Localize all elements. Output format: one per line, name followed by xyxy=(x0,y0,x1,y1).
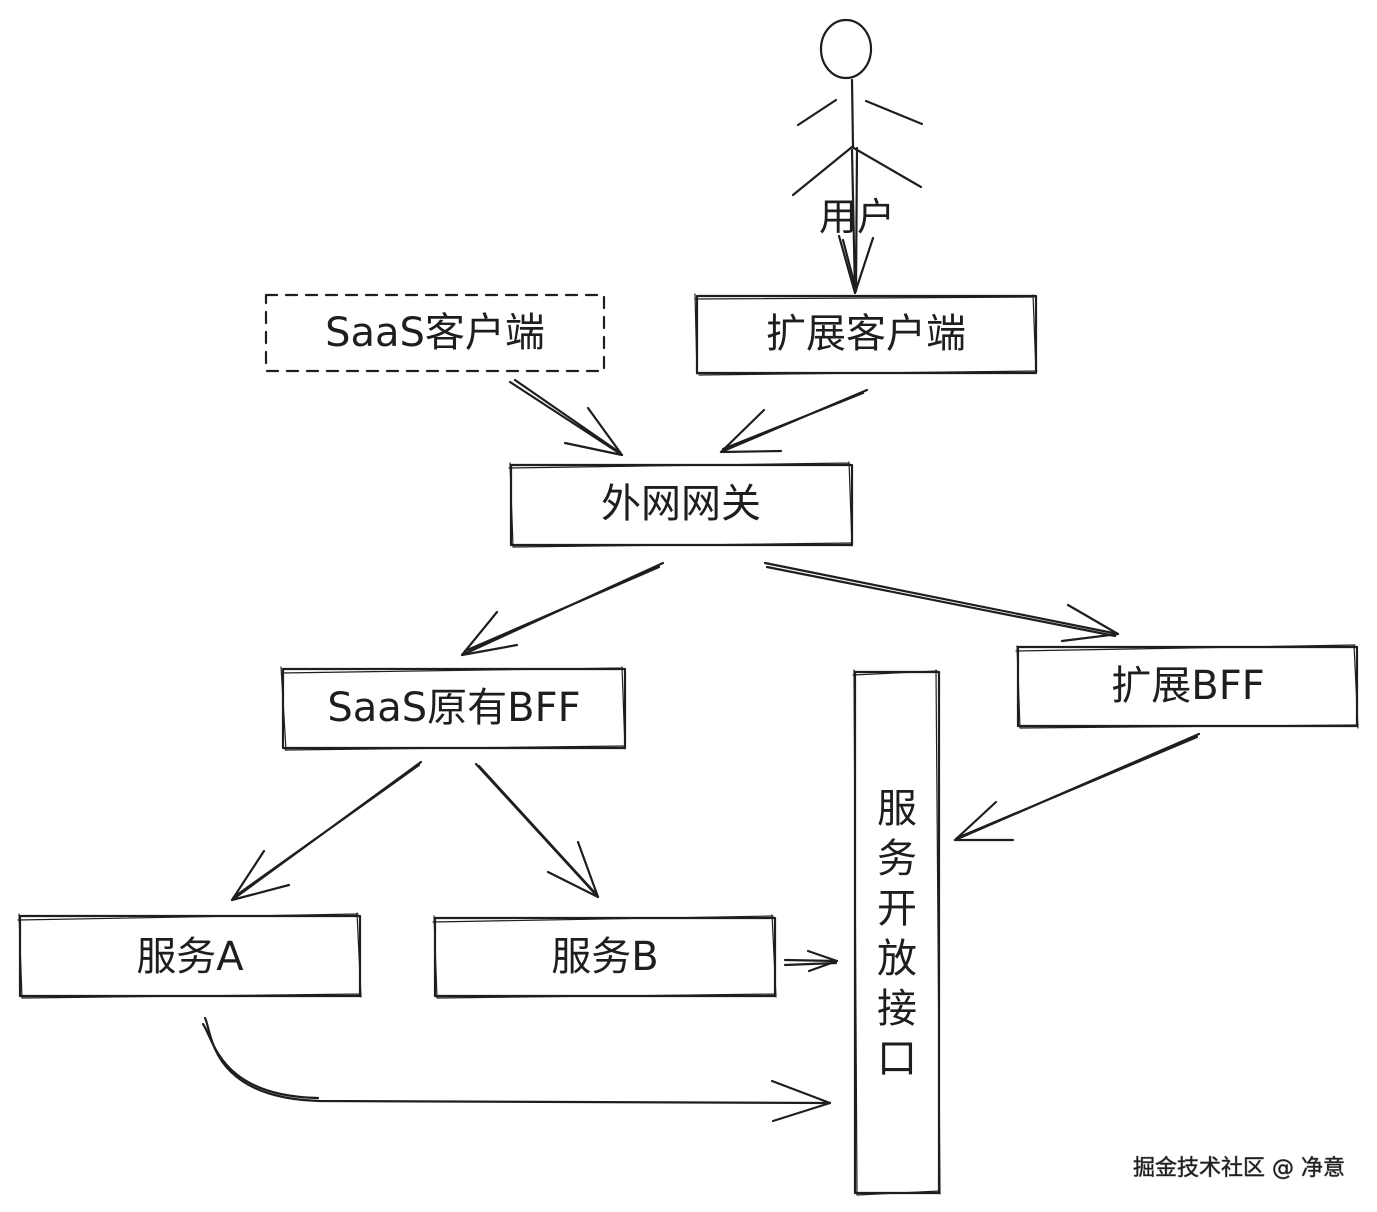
actor-head xyxy=(819,18,873,80)
open-api-char: 服 xyxy=(877,786,917,832)
arrow-saas-client-to-gateway xyxy=(508,378,624,457)
ext-bff-box xyxy=(1015,644,1359,729)
open-api-label: 服 务 开 放 接 口 xyxy=(877,786,917,1082)
user-label: 用户 xyxy=(819,195,895,239)
user-actor-figure xyxy=(791,18,924,197)
gateway-box xyxy=(508,461,854,548)
ext-client-label: 扩展客户端 xyxy=(766,311,966,357)
service-b-label: 服务B xyxy=(551,934,658,980)
open-api-char: 开 xyxy=(877,886,917,932)
arrow-saas-bff-to-service-b xyxy=(474,762,600,899)
arrow-gateway-to-saas-bff xyxy=(460,561,665,657)
actor-arm-left xyxy=(796,98,838,127)
ext-bff-label: 扩展BFF xyxy=(1111,663,1264,709)
watermark-text: 掘金技术社区 @ 净意 xyxy=(1133,1156,1345,1181)
actor-leg-left xyxy=(791,145,854,197)
saas-client-label: SaaS客户端 xyxy=(325,310,545,356)
open-api-box xyxy=(852,669,941,1196)
actor-body xyxy=(850,78,855,149)
open-api-char: 放 xyxy=(877,936,917,982)
arrow-ext-client-to-gateway xyxy=(719,388,869,454)
service-a-box xyxy=(17,912,362,999)
open-api-char: 口 xyxy=(877,1036,917,1082)
open-api-char: 务 xyxy=(877,836,917,882)
service-b-box xyxy=(432,914,777,999)
arrow-service-a-to-open-api xyxy=(201,1016,832,1123)
saas-bff-label: SaaS原有BFF xyxy=(327,685,580,731)
saas-client-box xyxy=(264,293,606,373)
saas-bff-box xyxy=(280,666,627,751)
actor-arm-right xyxy=(864,99,924,126)
gateway-label: 外网网关 xyxy=(601,481,761,527)
service-a-label: 服务A xyxy=(136,934,244,980)
actor-leg-right xyxy=(850,145,923,189)
arrow-service-b-to-open-api xyxy=(783,949,839,973)
arrow-ext-bff-to-open-api xyxy=(953,732,1201,842)
arrow-gateway-to-ext-bff xyxy=(763,561,1120,643)
arrow-user-to-ext-client xyxy=(837,146,875,295)
open-api-char: 接 xyxy=(877,986,917,1032)
ext-client-box xyxy=(694,293,1038,376)
arrow-saas-bff-to-service-a xyxy=(230,760,423,902)
